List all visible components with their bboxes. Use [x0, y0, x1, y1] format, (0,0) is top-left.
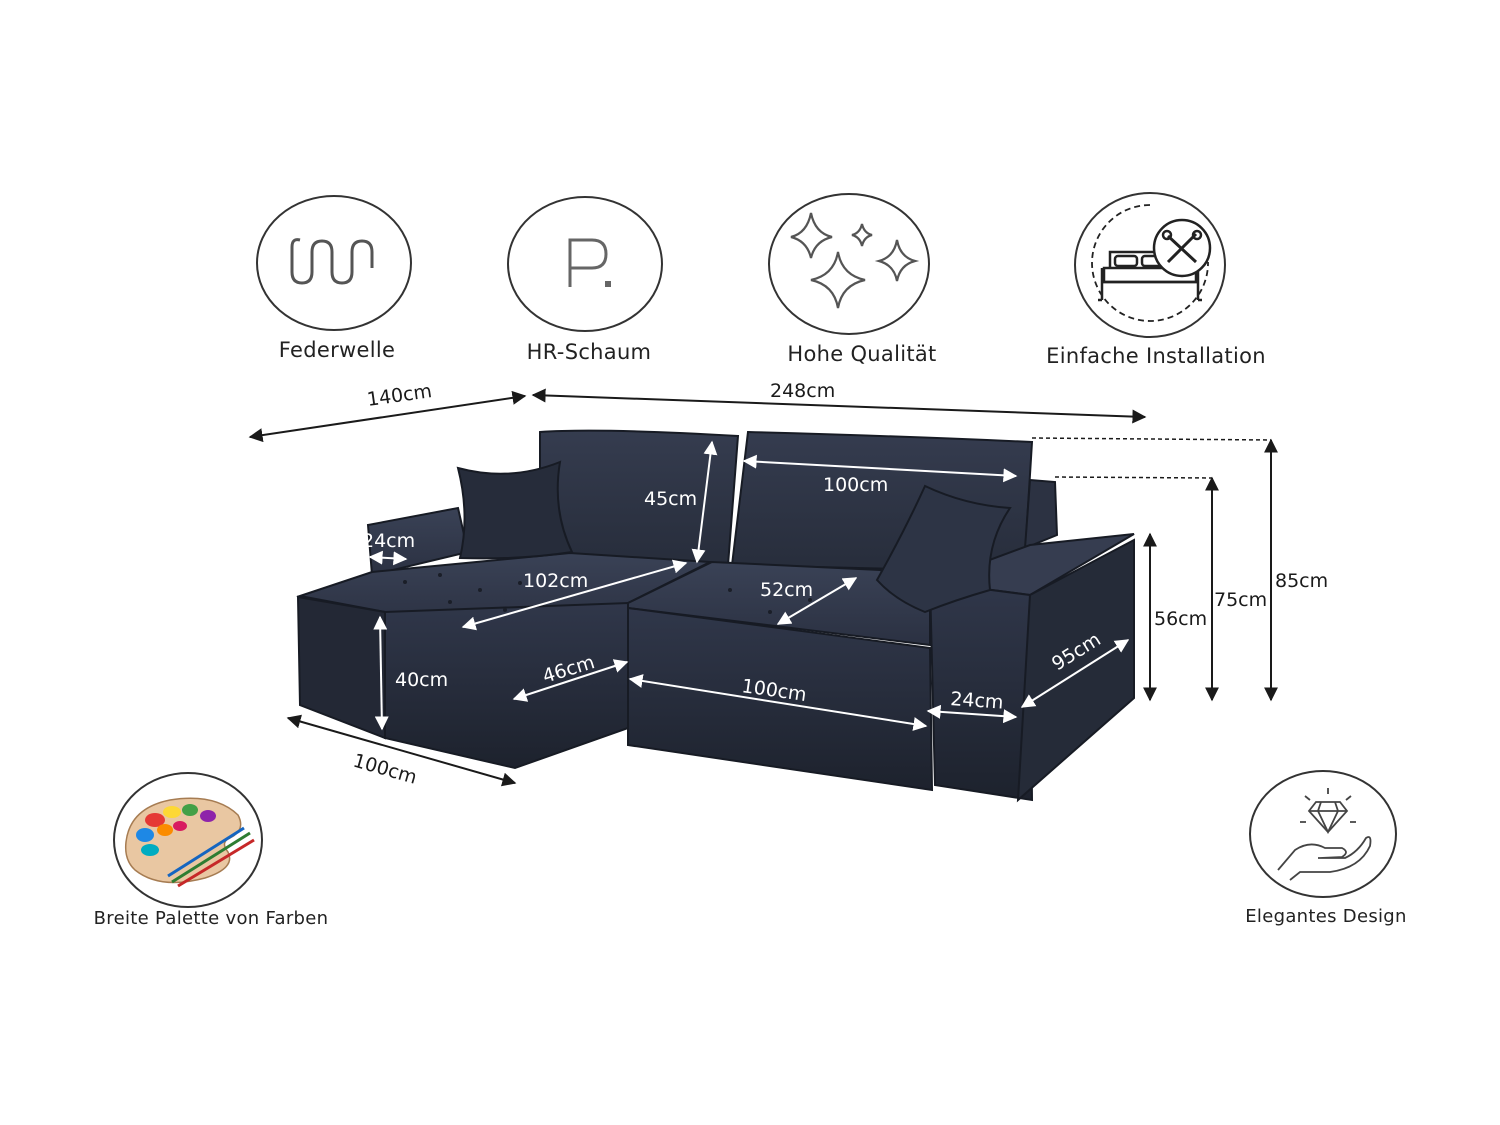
label-chaise-depth: 140cm — [366, 380, 434, 411]
dim-line-right-arm — [926, 704, 1018, 724]
feature-label-einfache-installation: Einfache Installation — [1046, 344, 1266, 368]
dim-line-chaise-height — [373, 615, 389, 731]
sparkles-icon — [790, 212, 920, 309]
feature-label-hr-schaum: HR-Schaum — [526, 340, 652, 364]
label-chaise-width: 100cm — [351, 750, 420, 789]
dim-line-side-depth — [1020, 639, 1130, 708]
spring-wave-icon — [290, 239, 374, 285]
feature-label-elegantes-design: Elegantes Design — [1245, 906, 1407, 927]
dim-line-left-arm — [368, 550, 408, 566]
label-seat-depth: 52cm — [760, 579, 813, 601]
sofa — [296, 429, 1135, 803]
label-chaise-seat: 102cm — [523, 570, 588, 592]
hand-diamond-icon — [1277, 788, 1372, 881]
bed-tools-icon — [1091, 204, 1212, 322]
color-palette-icon — [124, 797, 255, 888]
label-right-arm: 24cm — [950, 688, 1005, 714]
label-backrest-height: 45cm — [644, 488, 697, 510]
dim-line-chaise-front — [512, 659, 629, 702]
label-left-arm: 24cm — [362, 530, 415, 552]
dim-line-chaise-seat — [461, 559, 688, 631]
label-arm-height: 56cm — [1154, 608, 1207, 630]
dim-line-seat-front — [628, 674, 928, 731]
hr-foam-p-icon — [568, 238, 611, 287]
dim-line-total-width — [531, 388, 1147, 424]
dim-line-backrest-height — [691, 440, 718, 564]
label-total-width: 248cm — [770, 380, 835, 402]
feature-federwelle — [256, 195, 412, 331]
feature-hr-schaum — [507, 196, 663, 332]
feature-label-farben: Breite Palette von Farben — [93, 908, 329, 929]
feature-label-federwelle: Federwelle — [278, 338, 396, 362]
feature-elegantes-design — [1249, 770, 1397, 898]
dim-line-chaise-width — [286, 714, 517, 787]
dim-line-seat-depth — [776, 577, 858, 625]
dim-line-backrest-width — [742, 454, 1018, 483]
label-total-height: 85cm — [1275, 570, 1328, 592]
dim-line-chaise-depth — [248, 390, 527, 443]
feature-hohe-qualitaet — [768, 193, 930, 335]
feature-einfache-installation — [1074, 192, 1226, 338]
label-back-height: 75cm — [1214, 589, 1267, 611]
label-chaise-height: 40cm — [395, 669, 448, 691]
label-backrest-width: 100cm — [823, 474, 888, 496]
feature-farben — [113, 772, 263, 908]
feature-label-hohe-qualitaet: Hohe Qualität — [787, 342, 937, 366]
